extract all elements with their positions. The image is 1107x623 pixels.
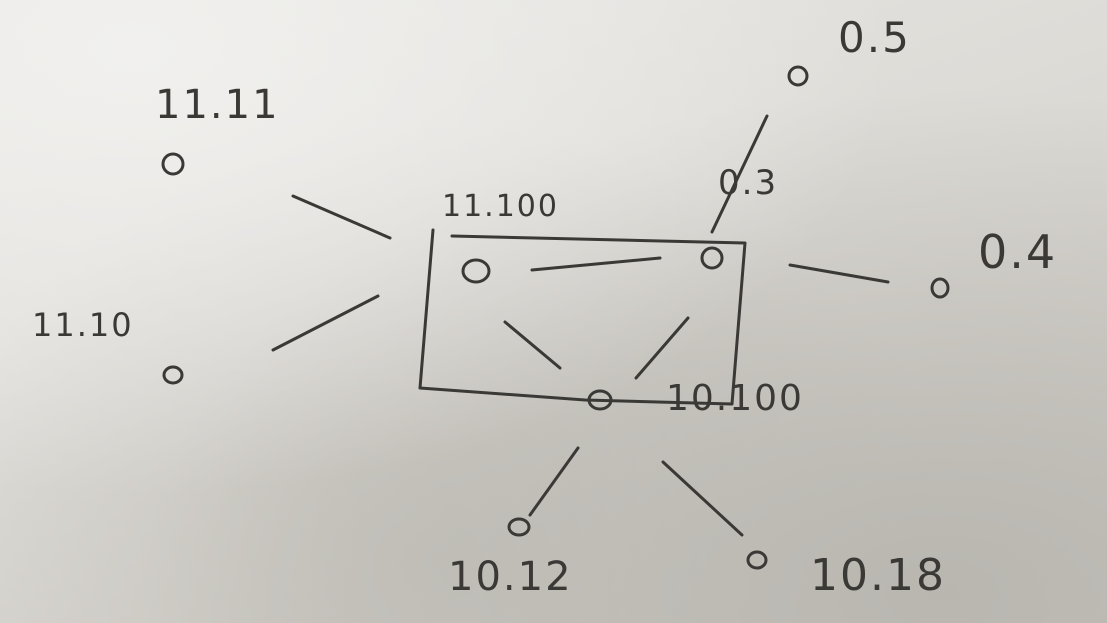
edge-0-4	[788, 263, 890, 284]
edge-11-11	[291, 194, 392, 240]
label-10-18: 10.18	[810, 550, 946, 601]
node-10-12	[507, 517, 531, 537]
label-10-12: 10.12	[448, 554, 573, 600]
edge-11-100-to-0-3	[530, 256, 662, 272]
node-0-3	[700, 246, 724, 270]
edge-0-3-to-10-100	[634, 316, 690, 380]
edge-10-12	[528, 446, 580, 517]
label-0-4: 0.4	[978, 225, 1057, 279]
node-10-100	[587, 389, 613, 411]
label-0-3: 0.3	[718, 163, 778, 203]
node-11-11	[161, 152, 185, 176]
hub-box	[418, 228, 747, 406]
edge-11-10	[271, 294, 380, 352]
node-10-18	[746, 550, 768, 570]
node-11-10	[162, 365, 184, 385]
node-0-5	[787, 65, 809, 87]
label-11-11: 11.11	[155, 82, 280, 128]
edge-0-5	[710, 114, 769, 234]
edge-11-100-to-10-100	[503, 320, 562, 370]
edge-10-18	[661, 460, 744, 537]
node-11-100	[461, 258, 491, 284]
node-0-4	[930, 277, 950, 299]
label-10-100: 10.100	[666, 378, 804, 419]
label-11-10: 11.10	[32, 306, 134, 344]
label-11-100: 11.100	[442, 189, 559, 224]
label-0-5: 0.5	[838, 13, 911, 62]
